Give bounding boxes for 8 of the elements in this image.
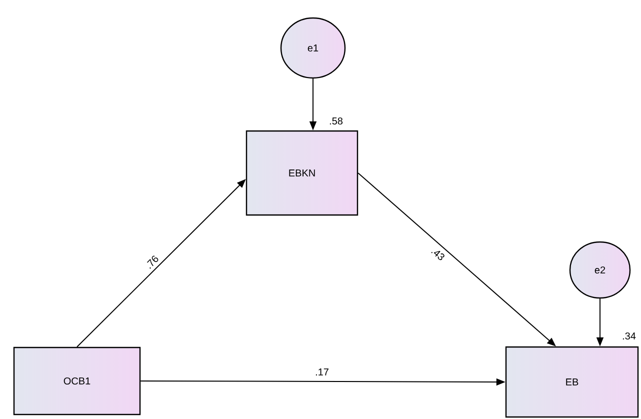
variable-box: EB <box>505 346 639 418</box>
edge-label: .76 <box>146 256 158 269</box>
variable-box: OCB1 <box>13 346 141 416</box>
variance-label: .58 <box>330 117 343 125</box>
edge-label: .43 <box>431 250 444 260</box>
edge-label: .17 <box>316 368 328 376</box>
variable-box: EBKN <box>246 130 358 216</box>
variance-label: .34 <box>622 332 636 340</box>
